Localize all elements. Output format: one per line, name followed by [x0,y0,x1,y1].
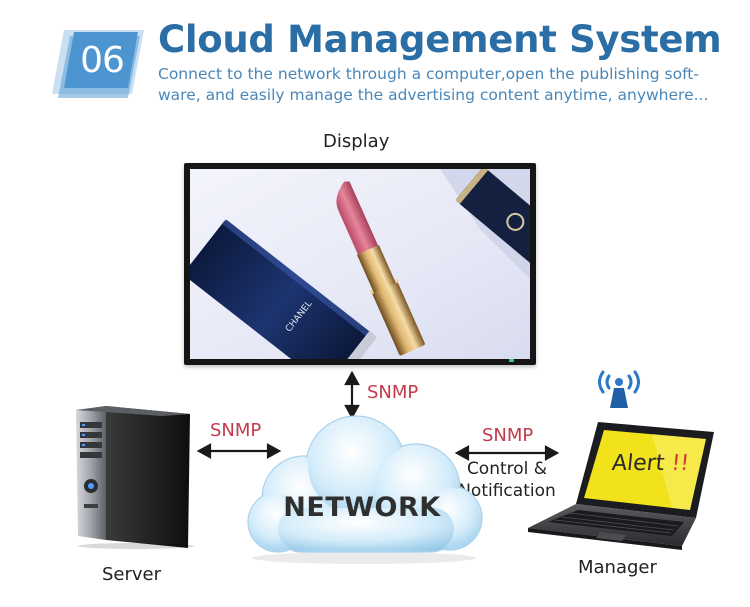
alert-text: Alert [610,451,666,476]
manager-laptop-icon [528,422,714,550]
manager-link-label-line1: Control & [466,459,548,479]
protocol-label-display: SNMP [367,382,419,403]
alert-marks: !! [670,451,691,476]
section-number: 06 [80,40,125,81]
display-power-led [509,359,514,362]
display-screen-image: CHANEL [190,169,530,359]
display-label: Display [323,131,390,152]
protocol-label-server: SNMP [210,420,262,441]
description-line-2: ware, and easily manage the advertising … [158,86,709,104]
network-label: NETWORK [283,492,441,523]
protocol-label-manager: SNMP [482,425,534,446]
server-tower-icon [76,406,194,549]
section-number-badge [52,30,144,98]
manager-link-label: Control & Notification [452,458,562,502]
alert-message: Alert !! [611,451,691,476]
description-line-1: Connect to the network through a compute… [158,65,699,83]
page-title: Cloud Management System [158,18,722,61]
manager-label: Manager [578,557,657,578]
server-label: Server [102,564,162,585]
wireless-signal-icon [598,370,640,408]
manager-link-label-line2: Notification [458,481,556,501]
network-cloud-icon [247,415,483,564]
